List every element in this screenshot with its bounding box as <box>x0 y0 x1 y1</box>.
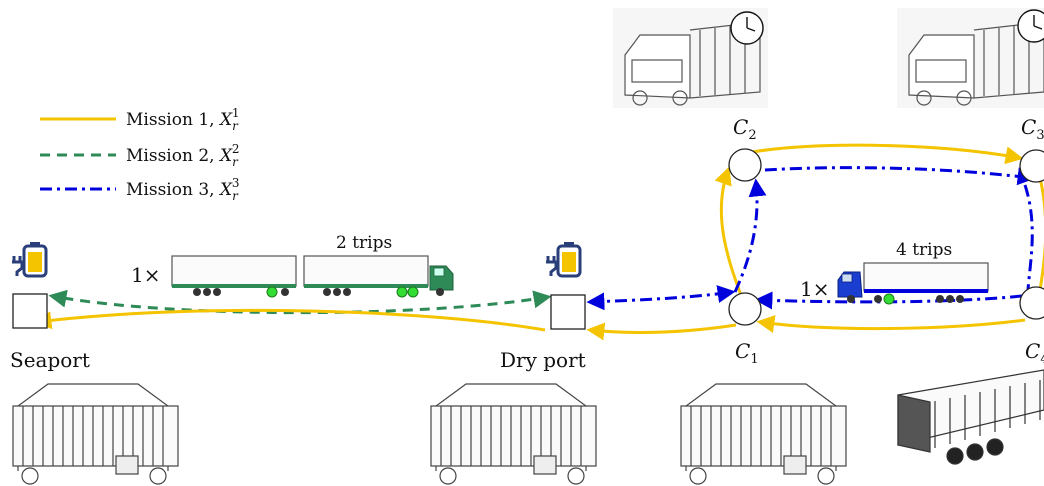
c4-label: C <box>1025 339 1040 363</box>
route-mission-1-c4-c1 <box>756 315 1026 333</box>
legend-label-mission-1: Mission 1, <box>126 110 220 130</box>
route-mission-3-c2-c3 <box>764 166 1036 186</box>
dry-port-label: Dry port <box>500 348 586 372</box>
c3-sub: 3 <box>1036 128 1044 143</box>
legend-var-mission-1: X <box>218 110 233 130</box>
legend-item-mission-3: Mission 3, Xr3 <box>40 176 239 203</box>
svg-text:C1: C1 <box>735 339 759 367</box>
svg-text:C3: C3 <box>1021 115 1044 143</box>
route-mission-1-c1-c2 <box>714 166 744 299</box>
straddle-carrier-icon <box>12 383 179 485</box>
svg-text:Mission 3, Xr3: Mission 3, Xr3 <box>126 176 239 203</box>
clock-icon <box>1017 9 1044 43</box>
c4-sub: 4 <box>1040 352 1044 367</box>
seaport-label: Seaport <box>10 348 90 372</box>
c4-node: C4 <box>1019 286 1044 367</box>
truck-icon <box>171 255 454 298</box>
c1-circle <box>728 292 762 326</box>
c3-node: C3 <box>1019 115 1044 183</box>
c4-circle <box>1019 286 1044 320</box>
truck-1-trips: 2 trips <box>336 233 392 253</box>
c1-sub: 1 <box>750 352 758 367</box>
legend: Mission 1, Xr1 Mission 2, Xr2 Mission 3,… <box>40 106 239 203</box>
legend-sup-mission-3: 3 <box>232 176 240 190</box>
legend-sup-mission-1: 1 <box>232 106 240 120</box>
svg-text:C4: C4 <box>1025 339 1044 367</box>
route-mission-1-seaport-dryport <box>33 308 546 332</box>
c2-label: C <box>733 115 748 139</box>
route-mission-2 <box>48 289 552 315</box>
battery-charging-icon <box>546 242 582 278</box>
legend-item-mission-2: Mission 2, Xr2 <box>40 142 239 169</box>
legend-sup-mission-2: 2 <box>232 142 240 156</box>
c1-node: C1 <box>728 292 762 367</box>
straddle-carrier-icon <box>430 383 597 485</box>
truck-2-count: 1× <box>800 277 829 301</box>
truck-icon <box>837 262 989 305</box>
truck-1-count: 1× <box>131 263 160 287</box>
c2-circle <box>728 148 762 182</box>
legend-var-mission-2: X <box>218 146 233 166</box>
c2-node: C2 <box>728 115 762 182</box>
legend-var-mission-3: X <box>218 180 233 200</box>
legend-sub-mission-3: r <box>232 189 239 203</box>
svg-text:Mission 1, Xr1: Mission 1, Xr1 <box>126 106 239 133</box>
legend-sub-mission-1: r <box>232 119 239 133</box>
routes <box>33 143 1044 341</box>
route-mission-1-c2-c3 <box>751 143 1024 165</box>
clock-icon <box>730 11 764 45</box>
legend-sub-mission-2: r <box>232 155 239 169</box>
dry-port-node: Dry port <box>500 242 586 372</box>
c2-sub: 2 <box>748 128 756 143</box>
route-mission-3-c1-c2 <box>733 178 767 293</box>
c3-label: C <box>1021 115 1036 139</box>
seaport-node: Seaport <box>10 242 90 372</box>
seaport-box <box>12 293 48 329</box>
dry-port-box <box>550 294 586 330</box>
customer-truck-c3 <box>897 8 1044 108</box>
route-mission-3-c3-c4 <box>1023 184 1034 291</box>
legend-item-mission-1: Mission 1, Xr1 <box>40 106 239 133</box>
truck-1: 1× 2 trips <box>131 233 454 298</box>
truck-2-trips: 4 trips <box>896 240 952 260</box>
legend-label-mission-2: Mission 2, <box>126 146 220 166</box>
route-mission-3-c4-c1 <box>754 291 1023 310</box>
trailer-icon <box>897 369 1044 465</box>
c3-circle <box>1019 149 1044 183</box>
route-mission-1-c3-c4 <box>1038 177 1044 291</box>
route-mission-1-dryport-c1 <box>586 322 737 341</box>
svg-text:Mission 2, Xr2: Mission 2, Xr2 <box>126 142 239 169</box>
straddle-carrier-icon <box>680 383 847 485</box>
c1-label: C <box>735 339 750 363</box>
svg-text:C2: C2 <box>733 115 757 143</box>
truck-2: 1× 4 trips <box>800 240 989 305</box>
legend-label-mission-3: Mission 3, <box>126 180 220 200</box>
route-mission-3-dryport-c1 <box>586 285 736 311</box>
customer-truck-c2 <box>613 8 768 108</box>
battery-charging-icon <box>12 242 48 278</box>
